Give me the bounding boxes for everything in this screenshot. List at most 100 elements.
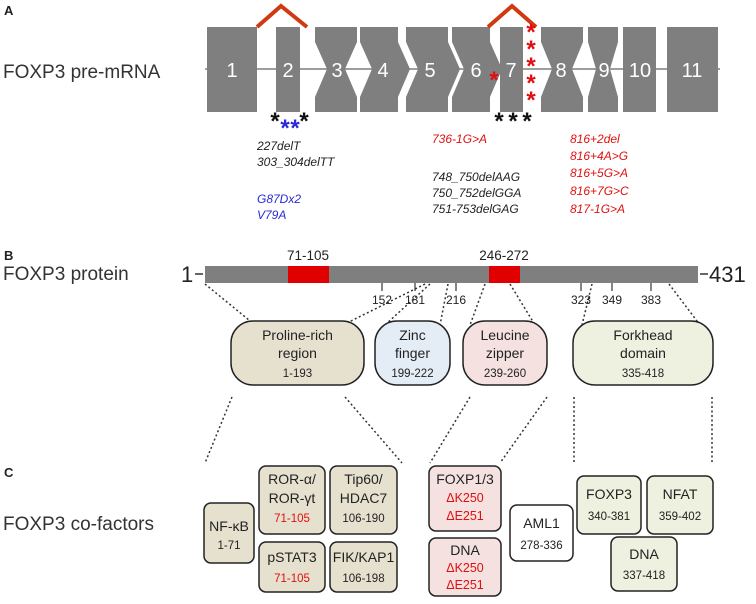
cofactor-aml1-name: AML1 [523, 515, 560, 531]
exon7-star-3: * [522, 108, 532, 135]
exon2-star-1: * [270, 108, 280, 135]
splice-star-4: * [526, 70, 536, 97]
mutation-303-304delTT: 303_304delTT [257, 155, 336, 169]
exon2-star-4: * [299, 108, 309, 135]
domain-zinc-finger [374, 320, 451, 386]
cofactor-nfat-name: NFAT [663, 486, 698, 502]
domain-forkhead [572, 320, 714, 386]
cofactor-tip60-range: 106-190 [342, 513, 384, 525]
protein-bar [205, 266, 698, 283]
mutation-751-753delGAG: 751-753delGAG [432, 202, 519, 216]
domain-proline-name2: region [278, 345, 317, 361]
cofactor-pstat3-name: pSTAT3 [267, 549, 316, 565]
cofactor-tip60-name1: Tip60/ [344, 471, 383, 487]
cofactor-dna-leucine [428, 537, 502, 597]
exon-10 [623, 27, 656, 112]
exon7-star-1: * [494, 108, 504, 135]
mutation-816-4A-G: 816+4A>G [570, 149, 628, 163]
mutation-750-752delGGA: 750_752delGGA [432, 186, 521, 200]
exon2-star-2: * [280, 115, 290, 142]
splice-arc-exon7 [486, 3, 538, 29]
exon-3-label: 3 [331, 60, 342, 82]
cofactor-dna-lz-name: DNA [450, 542, 480, 558]
cofactor-dna-fh-name: DNA [629, 546, 659, 562]
domain-forkhead-range: 335-418 [622, 368, 664, 380]
protein-region-71-105 [288, 266, 329, 283]
exon-1-label: 1 [226, 60, 237, 82]
exon-1 [207, 27, 257, 112]
panel-c-label: C [4, 465, 14, 480]
mutation-736-1G-A: 736-1G>A [432, 132, 487, 146]
exon-5-label: 5 [424, 60, 435, 82]
domain-leucine-zipper [462, 320, 548, 386]
mutation-817-1G-A: 817-1G>A [570, 202, 625, 216]
panel-a-label: A [4, 3, 14, 18]
region-label-71-105: 71-105 [287, 248, 329, 263]
cofactor-fik-name: FIK/KAP1 [333, 549, 395, 565]
tick-label-181: 181 [405, 293, 425, 307]
cofactor-ror [258, 465, 326, 535]
tick-label-152: 152 [372, 293, 392, 307]
cofactor-dna-fh-range: 337-418 [623, 570, 665, 582]
splice-star-6: * [489, 67, 499, 94]
exon-5 [406, 27, 460, 112]
tick-label-383: 383 [641, 293, 661, 307]
exon-6-label: 6 [470, 60, 481, 82]
splice-arc-exon2 [255, 3, 309, 29]
cofactor-tip60-name2: HDAC7 [340, 490, 388, 506]
splice-star-1: * [526, 19, 536, 46]
cofactor-ror-range: 71-105 [274, 513, 310, 525]
cofactor-nfat [646, 475, 714, 535]
exon-9 [588, 27, 618, 112]
protein-region-246-272 [489, 266, 520, 283]
exon-4 [360, 27, 410, 112]
cofactor-connectors [204, 396, 713, 464]
domain-proline-name1: Proline-rich [262, 327, 333, 343]
exon-8 [541, 27, 583, 112]
cofactor-foxp13-range2: ΔE251 [446, 509, 484, 523]
domain-proline-rich [230, 320, 365, 386]
exon2-star-3: * [290, 115, 300, 142]
cofactor-fik-kap1 [329, 541, 398, 593]
exon-3 [315, 27, 357, 112]
exon-2-label: 2 [282, 60, 293, 82]
cofactor-nfkb [203, 502, 255, 564]
exon-10-label: 10 [629, 60, 651, 82]
domain-zinc-name2: finger [395, 345, 430, 361]
domain-zinc-name1: Zinc [399, 327, 425, 343]
panel-b-label: B [4, 248, 13, 263]
cofactor-foxp3 [576, 475, 642, 535]
cofactor-dna-forkhead [610, 536, 678, 592]
cofactor-nfkb-name: NF-κB [209, 518, 249, 534]
exon-11-label: 11 [682, 60, 703, 82]
cofactor-nfat-range: 359-402 [659, 511, 701, 523]
mutation-816-5G-A: 816+5G>A [570, 166, 628, 180]
exon-4-label: 4 [377, 60, 388, 82]
exon7-star-2: * [508, 108, 518, 135]
splice-star-3: * [526, 53, 536, 80]
cofactor-foxp13-range1: ΔK250 [446, 491, 484, 505]
cofactor-dna-lz-range1: ΔK250 [446, 561, 484, 575]
exon-11 [667, 27, 718, 112]
exon-7 [500, 27, 523, 112]
cofactor-fik-range: 106-198 [342, 573, 384, 585]
domain-forkhead-name1: Forkhead [613, 327, 672, 343]
domain-leucine-name2: zipper [486, 345, 524, 361]
cofactor-tip60 [329, 465, 398, 535]
mutation-G87Dx2: G87Dx2 [257, 192, 301, 206]
cofactor-foxp13-name: FOXP1/3 [436, 471, 494, 487]
exon-6 [452, 27, 502, 112]
domain-leucine-name1: Leucine [480, 327, 529, 343]
cofactor-ror-name2: ROR-γt [269, 490, 316, 506]
mutation-816-2del: 816+2del [570, 132, 620, 146]
cofactor-pstat3 [258, 541, 326, 593]
cofactor-foxp3-range: 340-381 [588, 511, 630, 523]
tick-label-349: 349 [602, 293, 622, 307]
cofactor-foxp3-name: FOXP3 [586, 486, 632, 502]
exon-7-label: 7 [505, 60, 516, 82]
cofactor-dna-lz-range2: ΔE251 [446, 578, 484, 592]
splice-star-2: * [526, 36, 536, 63]
exon-8-label: 8 [555, 60, 566, 82]
splice-star-5: * [526, 87, 536, 114]
